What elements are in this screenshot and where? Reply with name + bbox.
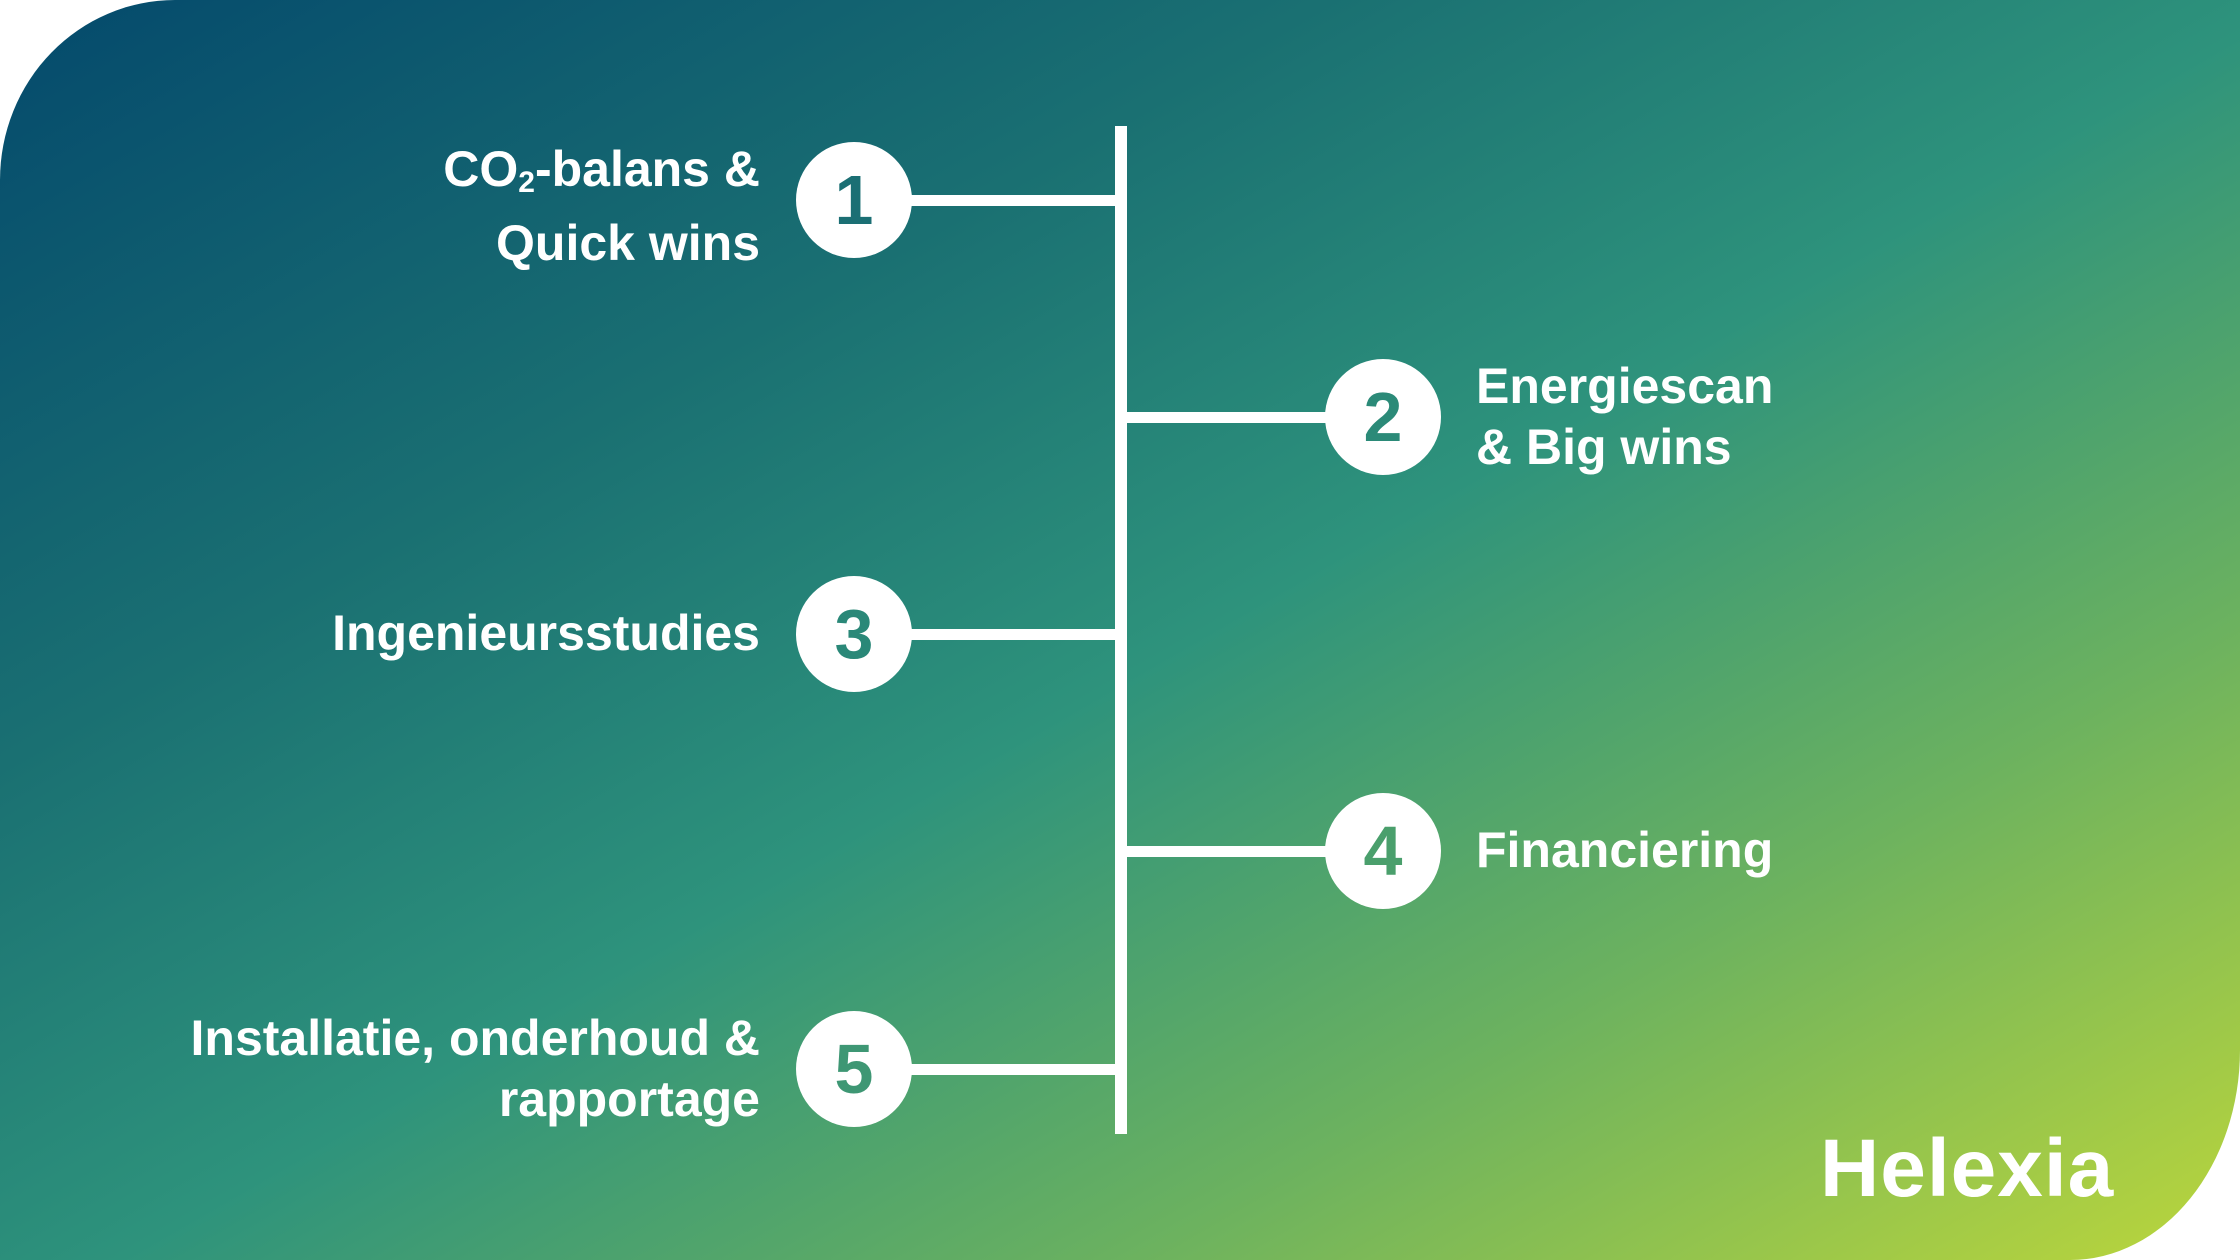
step-4-label: Financiering <box>1476 820 1773 881</box>
step-5-number: 5 <box>834 1030 874 1108</box>
connector-4 <box>1120 846 1340 857</box>
connector-3 <box>900 629 1120 640</box>
step-4-badge: 4 <box>1325 793 1441 909</box>
helexia-logo: Helexia <box>1820 1123 2115 1214</box>
step-3-badge: 3 <box>796 576 912 692</box>
step-1-badge: 1 <box>796 142 912 258</box>
step-1-number: 1 <box>834 161 874 239</box>
step-3-label: Ingenieursstudies <box>332 603 760 664</box>
connector-2 <box>1120 412 1340 423</box>
step-3-number: 3 <box>834 595 874 673</box>
timeline-axis <box>1115 126 1127 1134</box>
step-5-badge: 5 <box>796 1011 912 1127</box>
step-2-text-line2: & Big wins <box>1476 419 1732 475</box>
step-4-text: Financiering <box>1476 822 1774 878</box>
step-1-subscript: 2 <box>518 166 535 199</box>
step-1-text-line2: Quick wins <box>496 215 760 271</box>
step-2-number: 2 <box>1363 378 1403 456</box>
step-1-text-prefix: CO <box>443 141 519 197</box>
step-2-badge: 2 <box>1325 359 1441 475</box>
step-3-text: Ingenieursstudies <box>332 605 760 661</box>
connector-1 <box>900 195 1120 206</box>
step-1-text-suffix: -balans & <box>534 141 760 197</box>
step-2-label: Energiescan & Big wins <box>1476 356 1773 478</box>
step-1-label: CO2-balans & Quick wins <box>443 139 760 274</box>
step-5-label: Installatie, onderhoud & rapportage <box>191 1008 760 1130</box>
step-5-text-line2: rapportage <box>498 1071 760 1127</box>
step-4-number: 4 <box>1363 812 1403 890</box>
connector-5 <box>900 1064 1120 1075</box>
step-5-text-line1: Installatie, onderhoud & <box>190 1010 760 1066</box>
step-2-text-line1: Energiescan <box>1476 358 1774 414</box>
